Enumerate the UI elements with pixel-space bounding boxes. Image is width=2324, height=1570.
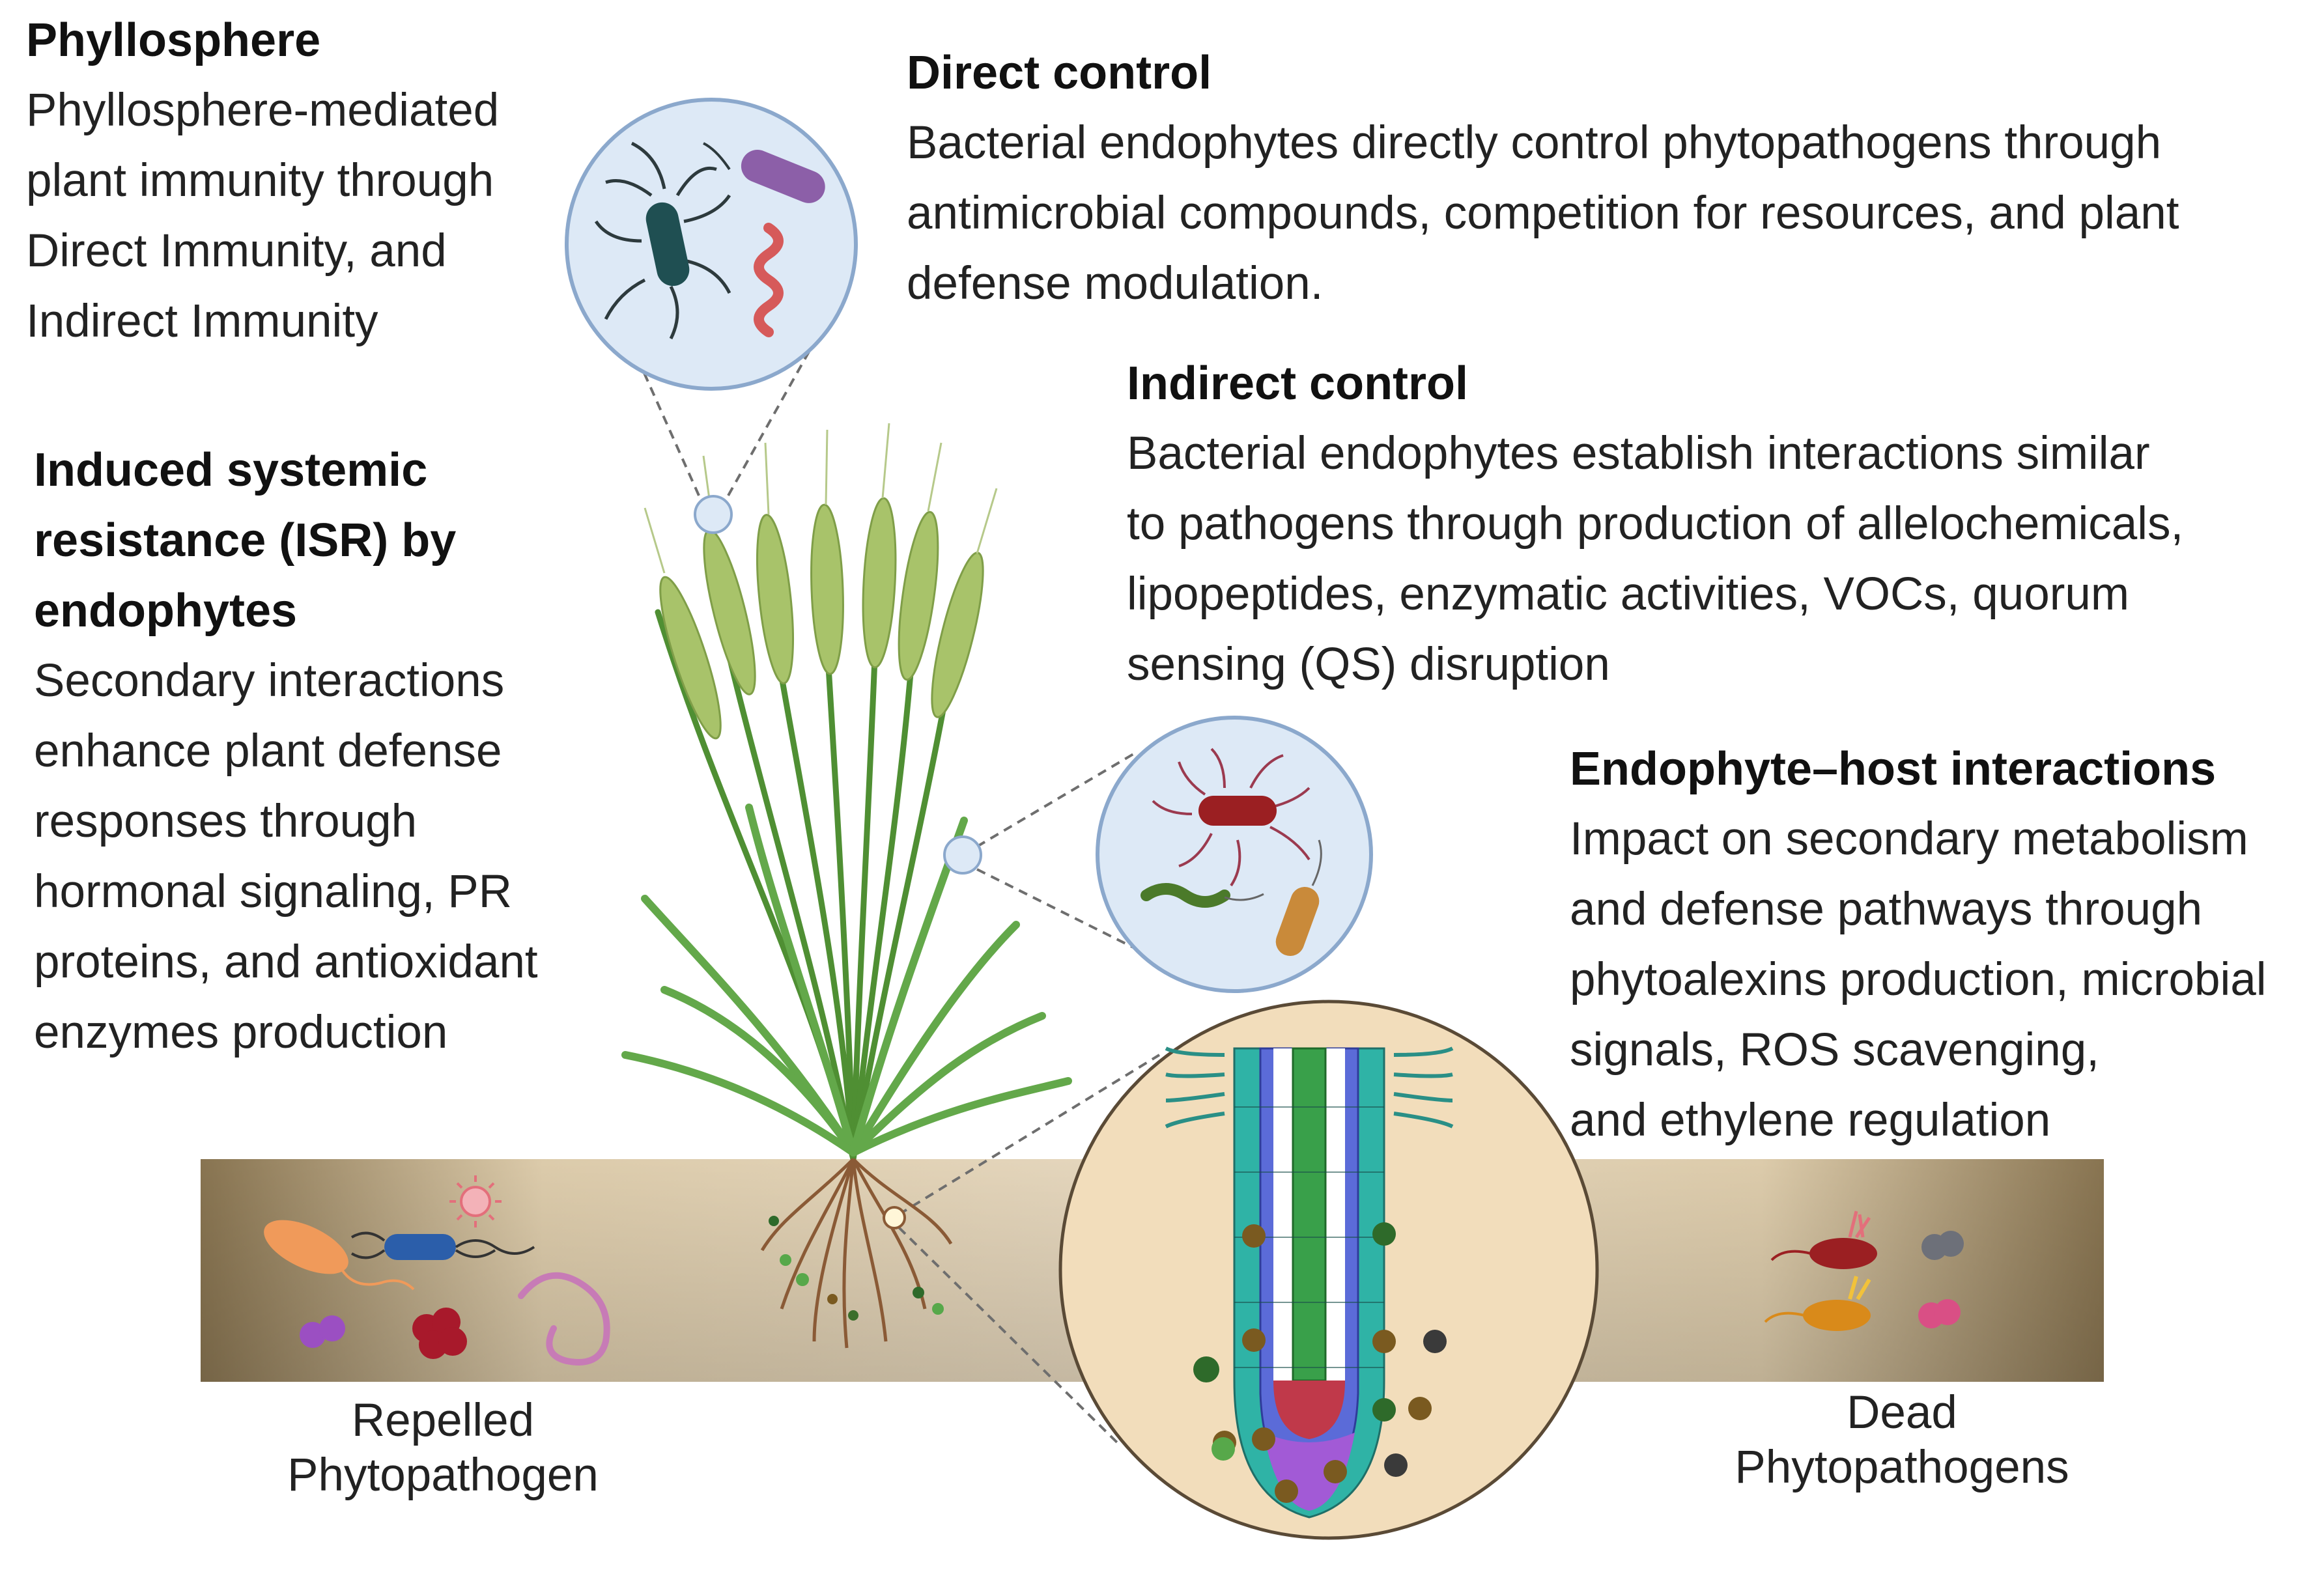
- isr-title-line: endophytes: [34, 585, 298, 637]
- direct-control-title: Direct control: [907, 47, 1212, 99]
- endophyte-host-line: and ethylene regulation: [1570, 1095, 2051, 1146]
- virus-icon: [449, 1175, 502, 1227]
- isr-line: responses through: [34, 796, 418, 847]
- indirect-control-line: sensing (QS) disruption: [1127, 639, 1610, 690]
- direct-control-block: Direct control Bacterial endophytes dire…: [907, 38, 2307, 319]
- repelled-caption: Repelled Phytopathogen: [248, 1394, 638, 1503]
- zoom-point-root: [883, 1206, 906, 1229]
- repelled-pathogens: [264, 1175, 610, 1366]
- fungal-spore-icon: [300, 1315, 345, 1348]
- endophyte-host-line: phytoalexins production, microbial: [1570, 954, 2267, 1005]
- direct-control-line: defense modulation.: [907, 258, 1324, 309]
- phyllosphere-line: Direct Immunity, and: [26, 225, 447, 277]
- phyllosphere-line: Indirect Immunity: [26, 296, 378, 347]
- isr-line: hormonal signaling, PR: [34, 866, 513, 918]
- phyllosphere-zoom-bubble: [565, 98, 858, 391]
- zoom-point-phyllosphere: [694, 495, 733, 534]
- phyllosphere-title: Phyllosphere: [26, 14, 321, 66]
- spiral-bacterium-icon: [754, 223, 784, 337]
- indirect-control-line: to pathogens through production of allel…: [1127, 498, 2184, 550]
- isr-line: enhance plant defense: [34, 725, 502, 777]
- root-system: [760, 1158, 953, 1349]
- isr-line: proteins, and antioxidant: [34, 936, 538, 988]
- zoom-point-stem: [943, 835, 982, 875]
- direct-control-line: Bacterial endophytes directly control ph…: [907, 117, 2162, 169]
- isr-line: Secondary interactions: [34, 655, 505, 707]
- dead-caption: Dead Phytopathogens: [1707, 1386, 2097, 1495]
- zoom-connectors: [624, 330, 1161, 1447]
- rod-bacterium-icon: [645, 202, 690, 287]
- dead-pathogens: [1764, 1211, 1964, 1331]
- root-microbes: [769, 1216, 944, 1321]
- indirect-control-title: Indirect control: [1127, 357, 1469, 410]
- indirect-control-line: lipopeptides, enzymatic activities, VOCs…: [1127, 568, 2129, 620]
- rod-bacterium-icon: [264, 1220, 348, 1274]
- flagellated-bacterium-icon: [594, 141, 731, 340]
- endophyte-host-line: and defense pathways through: [1570, 884, 2203, 935]
- dead-caption-line: Phytopathogens: [1735, 1442, 2069, 1493]
- wheat-plant-icon: [621, 423, 1072, 1162]
- isr-block: Induced systemic resistance (ISR) by end…: [34, 435, 620, 1068]
- phyllosphere-line: Phyllosphere-mediated: [26, 85, 500, 136]
- root-cross-section-icon: [1058, 1000, 1599, 1540]
- isr-title-line: resistance (ISR) by: [34, 514, 457, 567]
- endophyte-host-title: Endophyte–host interactions: [1570, 743, 2217, 795]
- endophyte-host-line: signals, ROS scavenging,: [1570, 1024, 2099, 1076]
- endophyte-host-block: Endophyte–host interactions Impact on se…: [1570, 734, 2319, 1156]
- indirect-control-line: Bacterial endophytes establish interacti…: [1127, 428, 2150, 479]
- repelled-caption-line: Repelled: [351, 1395, 535, 1446]
- nematode-icon: [518, 1272, 610, 1366]
- stem-zoom-bubble: [1096, 716, 1373, 993]
- isr-title-line: Induced systemic: [34, 444, 428, 496]
- phyllosphere-block: Phyllosphere Phyllosphere-mediated plant…: [26, 5, 586, 357]
- repelled-caption-line: Phytopathogen: [287, 1450, 599, 1501]
- dead-caption-line: Dead: [1847, 1387, 1957, 1438]
- indirect-control-block: Indirect control Bacterial endophytes es…: [1127, 348, 2312, 700]
- isr-line: enzymes production: [34, 1007, 448, 1058]
- phyllosphere-line: plant immunity through: [26, 155, 494, 206]
- endophyte-host-line: Impact on secondary metabolism: [1570, 813, 2248, 865]
- direct-control-line: antimicrobial compounds, competition for…: [907, 188, 2179, 239]
